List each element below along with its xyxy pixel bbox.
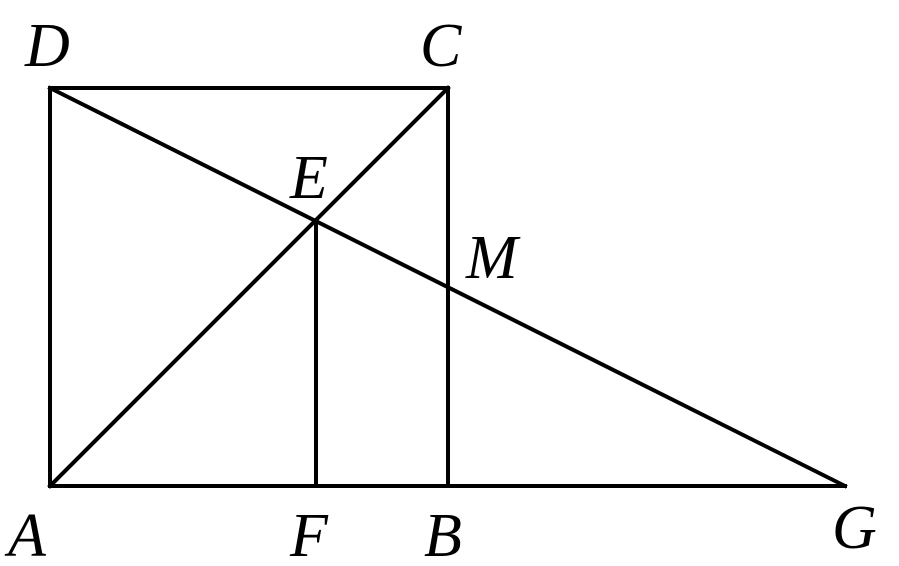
point-label-d: D <box>24 12 70 80</box>
point-label-e: E <box>289 144 328 212</box>
point-labels: D C E M A F B G <box>4 12 877 566</box>
segments <box>47 85 848 489</box>
point-label-b: B <box>424 502 462 566</box>
point-label-g: G <box>832 494 877 562</box>
point-label-f: F <box>289 502 329 566</box>
point-label-c: C <box>420 12 462 80</box>
point-label-m: M <box>465 224 521 292</box>
segment-ac <box>47 85 451 489</box>
point-label-a: A <box>4 502 47 566</box>
segment-dg <box>47 85 848 489</box>
